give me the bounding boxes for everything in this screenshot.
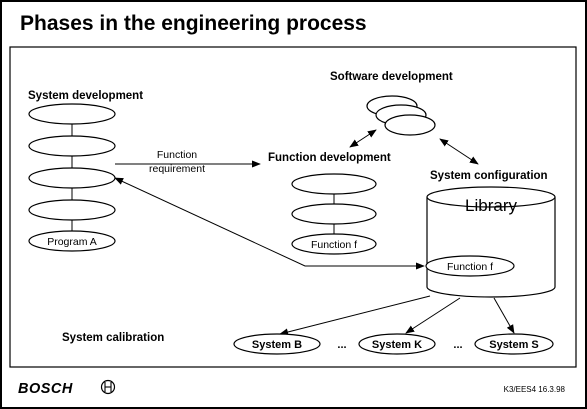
function-f-lib-node <box>425 255 515 277</box>
function-requirement-label-line1: Function <box>157 149 197 161</box>
system-development-ellipse-2 <box>28 135 116 157</box>
page-title: Phases in the engineering process <box>20 12 367 35</box>
system-development-label: System development <box>28 90 143 102</box>
library-to-system-s-arrow <box>493 297 515 334</box>
library-to-system-b-arrow <box>279 295 431 336</box>
system-s-label: System S <box>489 339 539 351</box>
bosch-armature-icon <box>100 379 116 395</box>
ellipsis-1: ... <box>337 339 346 351</box>
program-a-label: Program A <box>47 236 97 248</box>
system-development-ellipse-4 <box>28 199 116 221</box>
software-development-ellipse-3 <box>384 114 436 136</box>
function-f-lib-label: Function f <box>447 261 493 273</box>
system-s-node <box>474 333 554 355</box>
library-to-system-k-arrow <box>405 297 461 334</box>
software-development-label: Software development <box>330 71 453 83</box>
system-calibration-label: System calibration <box>62 332 164 344</box>
software-function-arrow <box>349 129 377 148</box>
system-configuration-label: System configuration <box>430 170 548 182</box>
software-configuration-arrow <box>439 138 479 165</box>
footer-reference: K3/EES4 16.3.98 <box>504 385 566 394</box>
system-k-node <box>358 333 436 355</box>
library-cylinder-top <box>426 186 556 208</box>
system-development-ellipse-3 <box>28 167 116 189</box>
function-development-label: Function development <box>268 152 391 164</box>
system-development-ellipse-1 <box>28 103 116 125</box>
bosch-wordmark: BOSCH <box>18 381 73 397</box>
system-b-label: System B <box>252 339 302 351</box>
function-development-ellipse-2 <box>291 203 377 225</box>
system-b-node <box>233 333 321 355</box>
ellipsis-2: ... <box>453 339 462 351</box>
library-label: Library <box>465 196 517 215</box>
function-development-ellipse-1 <box>291 173 377 195</box>
system-k-label: System K <box>372 339 422 351</box>
function-requirement-label-line2: requirement <box>149 163 205 175</box>
function-f-dev-label: Function f <box>311 239 357 251</box>
library-system-feedback-arrow <box>114 177 425 270</box>
